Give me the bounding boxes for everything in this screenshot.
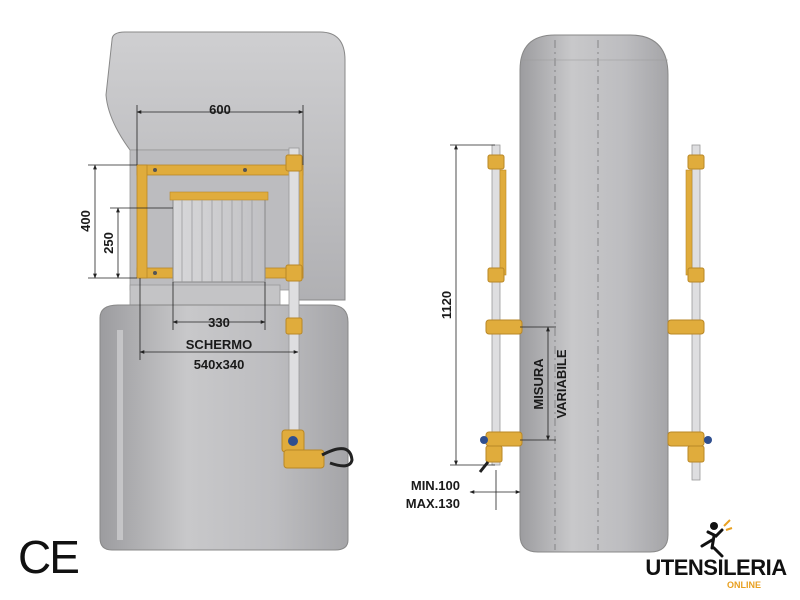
left-rod-assembly xyxy=(478,144,523,473)
variable-label-2: VARIABILE xyxy=(554,349,569,418)
brand-top: UTENSILERIA xyxy=(645,555,787,580)
dim-width-screen: 330 xyxy=(208,315,230,330)
brand-bottom: ONLINE xyxy=(727,580,761,590)
machine-head xyxy=(105,31,346,301)
variable-label-1: MISURA xyxy=(531,358,546,410)
max-label: MAX.130 xyxy=(406,496,460,511)
screen-label: SCHERMO xyxy=(186,337,252,352)
polycarbonate-screen xyxy=(169,191,269,283)
support-rod xyxy=(281,147,354,469)
min-label: MIN.100 xyxy=(411,478,460,493)
right-side-view: 1120 MISURA VARIABILE MIN.100 MAX.130 xyxy=(406,34,712,553)
right-rod-assembly xyxy=(667,144,712,481)
brand-logo: UTENSILERIA ONLINE xyxy=(645,519,788,590)
dimension-lines-left xyxy=(88,105,304,360)
dim-height-total: 400 xyxy=(78,210,93,232)
dim-width-total: 600 xyxy=(209,102,231,117)
dim-height-screen: 250 xyxy=(101,232,116,254)
machine-body xyxy=(99,304,349,551)
worker-icon xyxy=(700,519,733,558)
dimension-lines-right xyxy=(450,144,556,510)
dim-height: 1120 xyxy=(439,291,454,319)
machine-column xyxy=(519,34,669,553)
ce-mark: CE xyxy=(18,531,78,583)
left-front-view: 600 400 250 330 SCHERMO 540x340 xyxy=(78,31,354,551)
screen-size: 540x340 xyxy=(194,357,245,372)
